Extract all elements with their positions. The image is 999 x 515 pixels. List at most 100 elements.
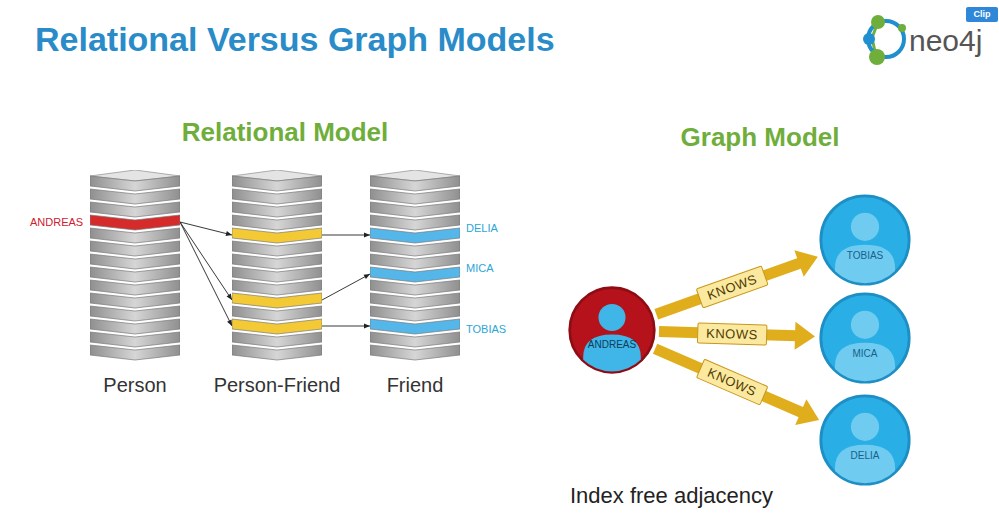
relationship-shaft [656, 263, 801, 314]
table-row [232, 306, 322, 321]
arrow-head [364, 324, 370, 329]
highlight-row [232, 228, 322, 243]
table-row [370, 345, 460, 360]
relationship-shaft [655, 349, 803, 413]
relationship-label: KNOWS [697, 322, 767, 345]
table-row [90, 254, 180, 269]
table-name: Person-Friend [214, 374, 341, 397]
person-node: MICA [818, 291, 912, 385]
table-row [370, 280, 460, 295]
table-row [370, 215, 460, 230]
pointer-line [180, 222, 232, 326]
arrow-head [364, 274, 370, 279]
table-row [90, 228, 180, 243]
highlight-row [232, 293, 322, 308]
table-row [90, 319, 180, 334]
pointer-line [180, 222, 232, 300]
table-row [90, 345, 180, 360]
person-name: TOBIAS [847, 250, 884, 261]
clip-label: Clip [974, 10, 991, 20]
table-row [370, 332, 460, 347]
table-row [370, 176, 460, 191]
row-pointer [322, 233, 370, 238]
row-pointer [322, 274, 370, 300]
table-row [370, 202, 460, 217]
table-rows [370, 170, 460, 368]
person-circle [818, 393, 912, 487]
relationship-arrow [656, 250, 818, 314]
table-row [232, 189, 322, 204]
arrow-head [795, 399, 819, 425]
person-name: ANDREAS [588, 339, 636, 350]
row-pointer [322, 324, 370, 329]
table-row [90, 267, 180, 282]
arrow-head [795, 322, 815, 350]
table-row [90, 189, 180, 204]
relationship-arrow [659, 322, 815, 350]
highlight-row [370, 228, 460, 243]
arrow-head [226, 231, 232, 236]
person-circle [818, 291, 912, 385]
caption-note: Index free adjacency [570, 484, 773, 508]
section-heading: Relational Model [182, 118, 389, 147]
table-rows [232, 170, 322, 368]
row-label: ANDREAS [30, 216, 83, 228]
table-row [90, 332, 180, 347]
arrow-head [364, 233, 370, 238]
person-circle [567, 285, 657, 375]
table-row [232, 176, 322, 191]
pointer-line [322, 274, 370, 300]
clip-badge [966, 7, 998, 22]
person-node: TOBIAS [818, 193, 912, 287]
table-row [90, 293, 180, 308]
table-row [370, 293, 460, 308]
table-row [232, 345, 322, 360]
table-row [90, 241, 180, 256]
highlight-row [370, 319, 460, 334]
table-row [370, 189, 460, 204]
relationship-label: KNOWS [696, 359, 768, 406]
table-row [232, 241, 322, 256]
person-node: DELIA [818, 393, 912, 487]
person-node: ANDREAS [567, 285, 657, 375]
table-row [232, 215, 322, 230]
pointer-line [322, 326, 370, 327]
table-row [232, 254, 322, 269]
row-label: MICA [466, 262, 494, 274]
table-row [370, 306, 460, 321]
highlight-row [90, 215, 180, 230]
arrow-head [227, 294, 232, 300]
section-heading: Graph Model [681, 123, 840, 152]
table-row [90, 202, 180, 217]
arrow-head [794, 250, 818, 276]
arrow-head [227, 320, 232, 326]
row-pointer [180, 222, 232, 326]
row-label: DELIA [466, 222, 498, 234]
table-row [232, 280, 322, 295]
table-stack: Person-Friend [232, 170, 322, 368]
table-stack: Person [90, 170, 180, 368]
person-name: DELIA [851, 450, 880, 461]
relationship-arrow [655, 349, 819, 425]
table-row [232, 202, 322, 217]
slide-title: Relational Versus Graph Models [35, 20, 555, 59]
table-name: Friend [387, 374, 444, 397]
table-row [90, 306, 180, 321]
table-row [90, 176, 180, 191]
neo4j-logo [863, 15, 906, 65]
table-row [90, 280, 180, 295]
table-row [232, 267, 322, 282]
table-row [370, 241, 460, 256]
highlight-row [232, 319, 322, 334]
logo-text: neo4j [909, 24, 982, 57]
table-name: Person [103, 374, 166, 397]
relationship-label: KNOWS [696, 266, 769, 309]
row-pointer [180, 222, 232, 300]
pointer-line [322, 235, 370, 236]
person-name: MICA [853, 348, 878, 359]
table-rows [90, 170, 180, 368]
table-row [370, 254, 460, 269]
row-label: TOBIAS [466, 323, 506, 335]
person-circle [818, 193, 912, 287]
